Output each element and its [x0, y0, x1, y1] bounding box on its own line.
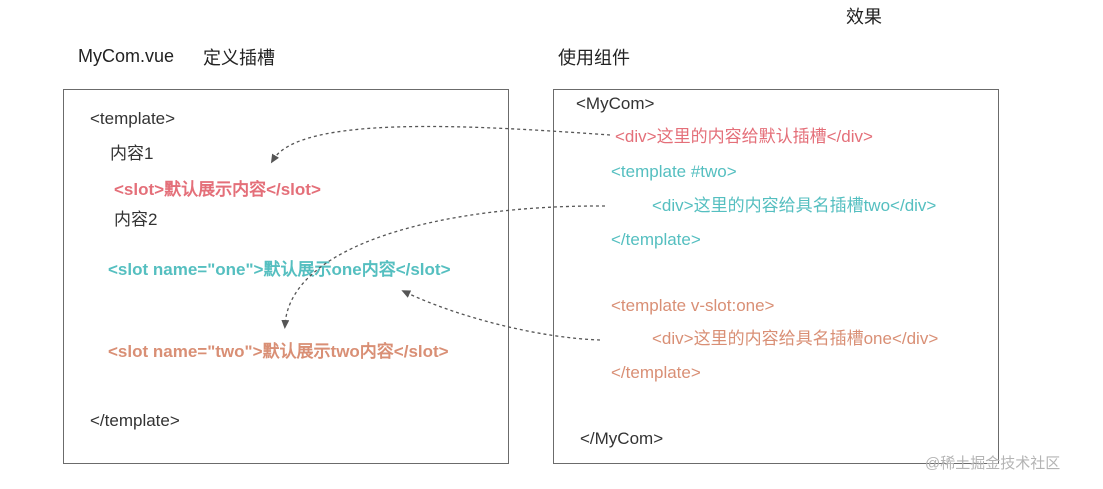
watermark: @稀土掘金技术社区 [925, 455, 1061, 472]
named-slot-two-code: <slot name="two">默认展示two内容</slot> [108, 342, 449, 361]
template-two-open-tag: <template #two> [611, 162, 737, 181]
effect-label: 效果 [846, 7, 882, 27]
file-name-label: MyCom.vue [78, 46, 175, 66]
define-slots-label: 定义插槽 [203, 48, 275, 68]
content-2-text: 内容2 [114, 210, 158, 229]
template-close-tag: </template> [90, 411, 180, 430]
template-one-close-tag: </template> [611, 363, 701, 382]
content-1-text: 内容1 [110, 144, 154, 163]
default-slot-content: <div>这里的内容给默认插槽</div> [615, 127, 873, 146]
use-component-label: 使用组件 [558, 48, 630, 68]
named-one-content: <div>这里的内容给具名插槽one</div> [652, 329, 939, 348]
mycom-open-tag: <MyCom> [576, 94, 655, 113]
default-slot-code: <slot>默认展示内容</slot> [114, 180, 321, 199]
template-open-tag: <template> [90, 109, 176, 128]
template-two-close-tag: </template> [611, 230, 701, 249]
mycom-close-tag: </MyCom> [580, 429, 664, 448]
named-slot-one-code: <slot name="one">默认展示one内容</slot> [108, 260, 451, 279]
named-two-content: <div>这里的内容给具名插槽two</div> [652, 196, 937, 215]
template-one-open-tag: <template v-slot:one> [611, 296, 775, 315]
